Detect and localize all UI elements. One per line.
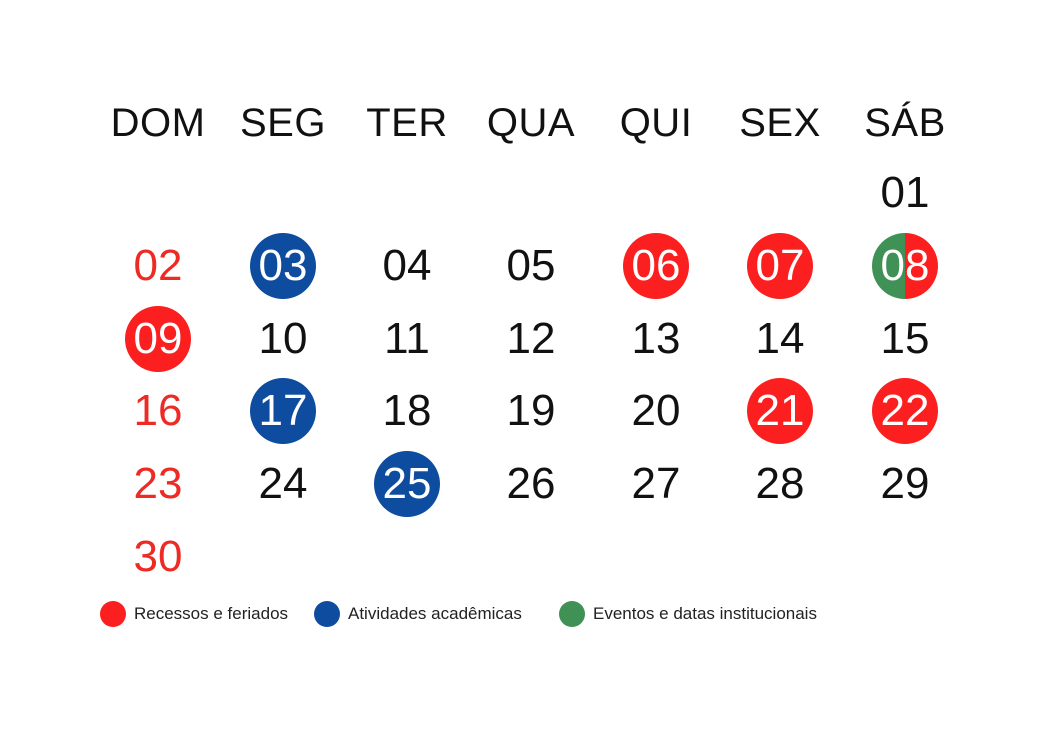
day-10: 10 [258, 314, 308, 363]
day-13: 13 [631, 314, 681, 363]
day-02: 02 [133, 241, 183, 290]
day-30: 30 [133, 532, 183, 581]
weekday-sáb: SÁB [864, 101, 946, 145]
day-20: 20 [631, 386, 681, 435]
weekday-ter: TER [366, 101, 448, 145]
day-09: 09 [125, 306, 191, 372]
day-25: 25 [374, 451, 440, 517]
day-07: 07 [747, 233, 813, 299]
legend-dot-icon [314, 601, 340, 627]
day-21: 21 [747, 378, 813, 444]
day-08: 08 [872, 233, 938, 299]
day-29: 29 [880, 459, 930, 508]
day-15: 15 [880, 314, 930, 363]
weekday-sex: SEX [739, 101, 821, 145]
day-22: 22 [872, 378, 938, 444]
day-14: 14 [755, 314, 805, 363]
weekday-qui: QUI [619, 101, 693, 145]
day-17: 17 [250, 378, 316, 444]
day-28: 28 [755, 459, 805, 508]
weekday-qua: QUA [486, 101, 576, 145]
day-12: 12 [506, 314, 556, 363]
day-06: 06 [623, 233, 689, 299]
day-19: 19 [506, 386, 556, 435]
day-16: 16 [133, 386, 183, 435]
legend-label: Atividades acadêmicas [348, 604, 522, 623]
legend-item: Eventos e datas institucionais [559, 600, 817, 628]
day-27: 27 [631, 459, 681, 508]
legend-item: Recessos e feriados [100, 600, 288, 628]
legend-dot-icon [100, 601, 126, 627]
day-03: 03 [250, 233, 316, 299]
day-01: 01 [880, 168, 930, 217]
day-18: 18 [382, 386, 432, 435]
day-24: 24 [258, 459, 308, 508]
legend-label: Recessos e feriados [134, 604, 289, 623]
legend-dot-icon [559, 601, 585, 627]
day-05: 05 [506, 241, 556, 290]
legend-item: Atividades acadêmicas [314, 600, 522, 628]
day-26: 26 [506, 459, 556, 508]
day-23: 23 [133, 459, 183, 508]
legend-label: Eventos e datas institucionais [593, 604, 817, 623]
day-04: 04 [382, 241, 432, 290]
weekday-seg: SEG [240, 101, 326, 145]
weekday-dom: DOM [110, 101, 206, 145]
day-11: 11 [384, 314, 430, 363]
